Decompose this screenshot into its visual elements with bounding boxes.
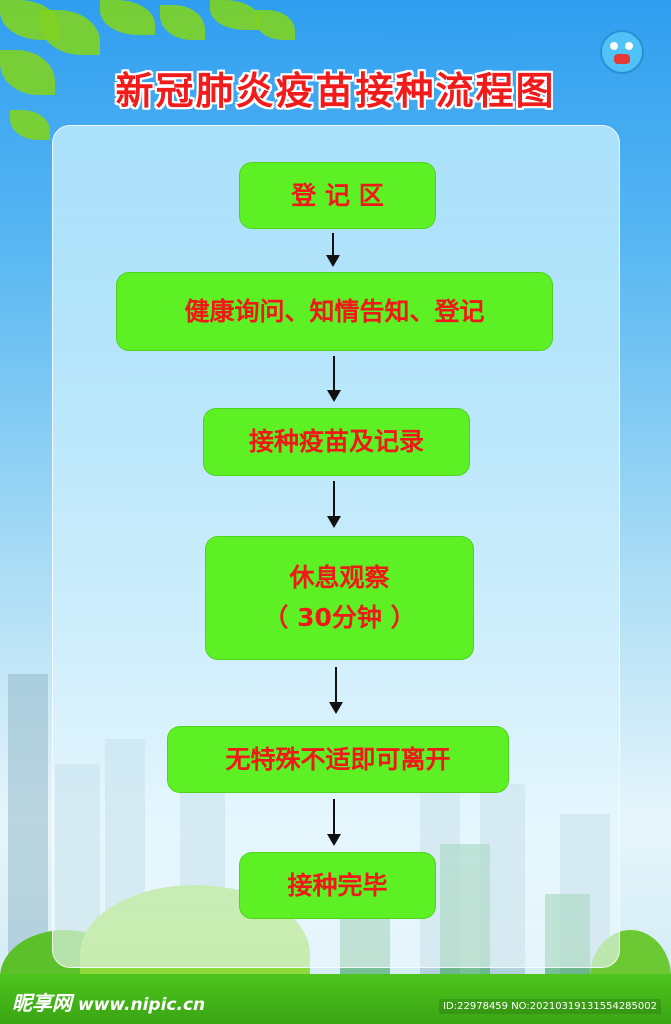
step-label: 无特殊不适即可离开 xyxy=(225,744,451,774)
arrow-down-icon xyxy=(326,233,340,267)
step-label: 健康询问、知情告知、登记 xyxy=(184,296,485,326)
step-label: 登 记 区 xyxy=(291,180,384,210)
step-label: 休息观察 xyxy=(289,563,390,592)
step-registration-area: 登 记 区 xyxy=(240,163,435,228)
watermark-id: ID:22978459 NO:20210319131554285002 xyxy=(439,999,661,1014)
watermark-logo: 昵享网 www.nipic.cn xyxy=(12,987,205,1016)
step-sublabel: （ 30分钟 ） xyxy=(263,603,416,632)
step-label: 接种完毕 xyxy=(287,870,388,900)
step-leave: 无特殊不适即可离开 xyxy=(168,727,508,792)
ground-decoration xyxy=(0,974,671,1024)
step-health-inquiry: 健康询问、知情告知、登记 xyxy=(117,273,552,350)
page-title: 新冠肺炎疫苗接种流程图 xyxy=(115,69,556,113)
step-vaccinate: 接种疫苗及记录 xyxy=(204,409,469,475)
arrow-down-icon xyxy=(327,356,341,402)
arrow-down-icon xyxy=(329,667,343,714)
arrow-down-icon xyxy=(327,481,341,528)
watermark-url: www.nipic.cn xyxy=(78,995,206,1015)
virus-mascot-icon xyxy=(600,30,644,74)
step-complete: 接种完毕 xyxy=(240,853,435,918)
step-label: 接种疫苗及记录 xyxy=(248,427,424,456)
arrow-down-icon xyxy=(327,799,341,846)
watermark-brand: 昵享网 xyxy=(12,991,72,1015)
step-rest-observe: 休息观察 （ 30分钟 ） xyxy=(206,537,473,659)
